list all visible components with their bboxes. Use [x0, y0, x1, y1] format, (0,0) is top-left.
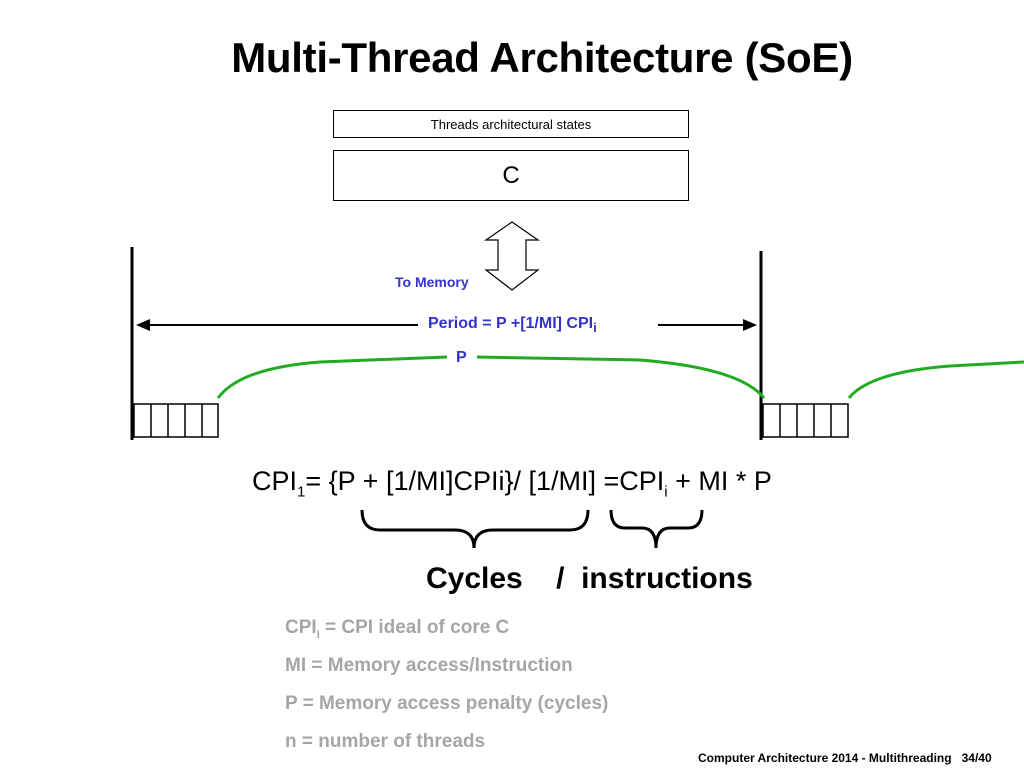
instruction-cells-left [133, 403, 219, 438]
definition-rest: = CPI ideal of core C [319, 617, 510, 638]
instructions-brace [609, 509, 704, 549]
definition-n: n = number of threads [285, 731, 485, 753]
period-text: Period = P +[1/MI] CPI [428, 315, 594, 332]
period-subscript: i [593, 320, 597, 336]
definition-subscript: I [316, 628, 320, 641]
definition-cpi: CPII = CPI ideal of core C [285, 617, 509, 641]
formula-tail: + MI * P [667, 466, 772, 496]
definition-p: P = Memory access penalty (cycles) [285, 693, 608, 715]
definition-lead: MI = Memory access/Instruction [285, 655, 573, 676]
page-title: Multi-Thread Architecture (SoE) [231, 34, 853, 81]
definition-lead: n = number of threads [285, 731, 486, 752]
definition-lead: CPI [285, 617, 317, 638]
formula-cpi-subscript: 1 [297, 483, 306, 501]
formula-cpi: CPI [252, 466, 298, 496]
period-arrow [136, 319, 757, 331]
next-penalty-arc [847, 360, 1024, 399]
period-label: Period = P +[1/MI] CPIi [428, 315, 597, 335]
formula-mid-subscript: i [664, 483, 668, 501]
memory-arrow-icon [484, 221, 540, 291]
penalty-arc [216, 355, 448, 399]
formula-middle: = {P + [1/MI]CPIi}/ [1/MI] =CPI [305, 466, 665, 496]
slide-footer: Computer Architecture 2014 - Multithread… [698, 751, 992, 765]
penalty-arc-right [476, 355, 766, 399]
definition-mi: MI = Memory access/Instruction [285, 655, 573, 677]
threads-states-box: Threads architectural states [333, 110, 689, 138]
cpi-formula: CPI1= {P + [1/MI]CPIi}/ [1/MI] =CPIi + M… [252, 466, 772, 500]
definition-lead: P = Memory access penalty (cycles) [285, 693, 609, 714]
cycles-per-instruction-label: Cycles / instructions [426, 562, 753, 595]
cycles-brace [360, 509, 590, 549]
core-box: C [333, 150, 689, 201]
instruction-cells-right [762, 403, 849, 438]
to-memory-label: To Memory [395, 274, 469, 290]
penalty-label: P [456, 349, 467, 366]
